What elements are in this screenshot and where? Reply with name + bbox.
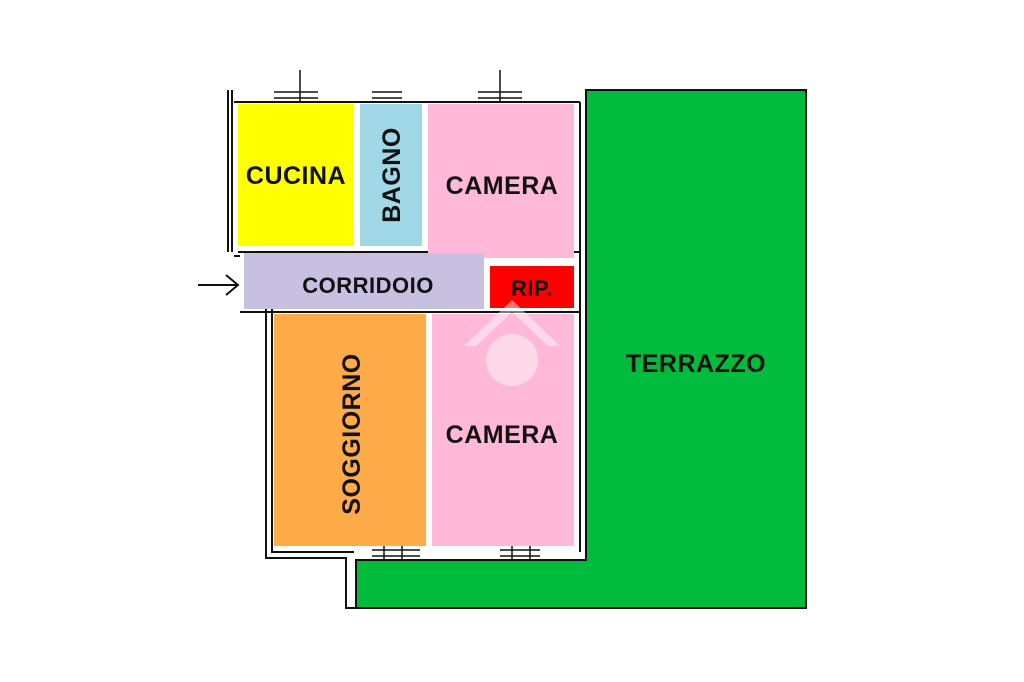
walls <box>227 90 587 609</box>
bagno-area <box>360 104 422 246</box>
cucina-label: CUCINA <box>246 162 346 190</box>
window-marks <box>274 70 540 560</box>
camera-bottom-area <box>432 314 574 546</box>
camera-top-area <box>428 104 574 258</box>
terrazzo-label: TERRAZZO <box>626 350 766 378</box>
bagno-label: BAGNO <box>378 127 406 223</box>
camera-bottom-label: CAMERA <box>446 421 559 449</box>
cucina-area <box>238 104 354 246</box>
soggiorno-area <box>274 314 426 546</box>
soggiorno-label: SOGGIORNO <box>338 353 366 514</box>
corridoio-label: CORRIDOIO <box>302 273 434 298</box>
ripostiglio-label: RIP. <box>511 276 553 301</box>
ripostiglio-area <box>490 266 574 308</box>
camera-top-label: CAMERA <box>446 172 559 200</box>
house-logo-icon <box>464 300 560 386</box>
entrance-arrow-icon <box>198 274 240 296</box>
corridoio-area <box>244 253 484 309</box>
